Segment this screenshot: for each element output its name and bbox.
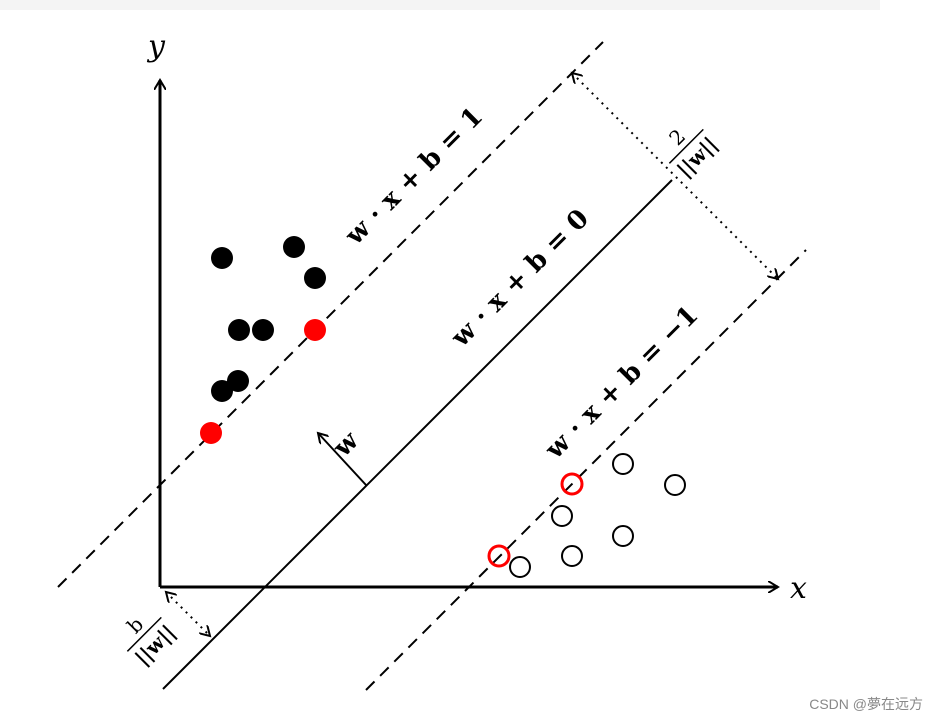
positive-point [228,319,250,341]
positive-support-vector [200,422,222,444]
negative-support-vector [560,472,584,496]
upper-margin-line [57,41,604,588]
positive-point [252,319,274,341]
negative-point [664,474,686,496]
watermark: CSDN @夢在远方 [809,696,923,712]
negative-point [561,545,583,567]
x-axis-label: x [790,571,807,606]
offset-fraction-bar [126,616,162,652]
lower-margin-line [365,249,807,691]
normal-vector-label: w [327,425,365,463]
negative-point [612,525,634,547]
lower-margin-label: w · x + b = −1 [539,300,704,465]
margin-width-fraction: 2 ||w|| [664,124,722,182]
normal-vector-arrow [318,433,367,486]
negative-support-vector [487,544,511,568]
margin-width-fraction-bar [668,128,704,164]
positive-point [227,370,249,392]
offset-arrow [166,592,210,636]
positive-point [283,236,305,258]
upper-margin-label: w · x + b = 1 [339,102,489,252]
offset-fraction: b ||w|| [122,612,180,670]
negative-point [612,453,634,475]
decision-boundary [162,179,673,690]
top-bar-gap [880,0,937,10]
top-bar [0,0,880,10]
positive-point [211,380,233,402]
positive-support-vector [304,319,326,341]
positive-point [304,267,326,289]
positive-point [211,247,233,269]
negative-point [551,505,573,527]
y-axis-label: y [146,29,166,64]
negative-point [509,556,531,578]
